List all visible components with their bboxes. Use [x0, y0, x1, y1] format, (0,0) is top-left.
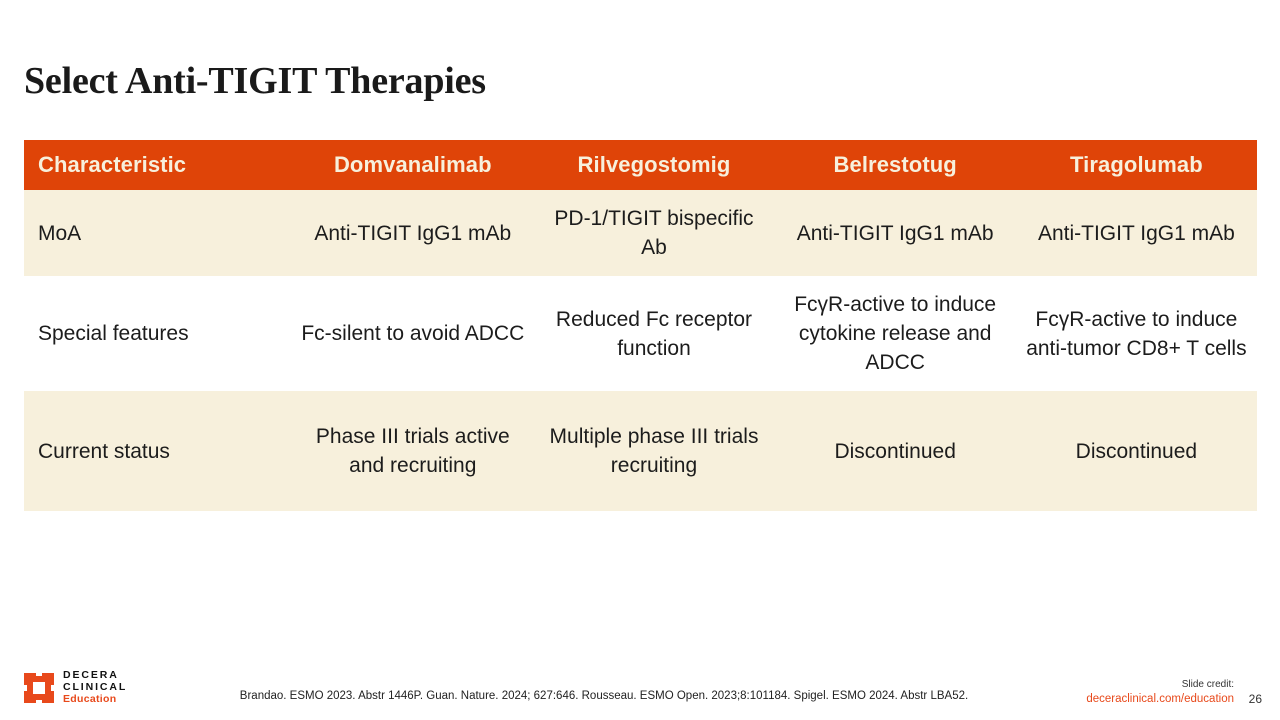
cell-moa-domvanalimab: Anti-TIGIT IgG1 mAb	[314, 221, 512, 245]
cell-moa-belrestotug: Anti-TIGIT IgG1 mAb	[796, 221, 994, 245]
cell-current-status-rilvegostomig: Multiple phase III trials recruiting	[549, 425, 759, 477]
cell-current-status-belrestotug: Discontinued	[834, 439, 956, 463]
row-label-current-status: Current status	[38, 439, 170, 463]
table-row: Current status Phase III trials active a…	[24, 391, 1257, 511]
therapies-table-container: Characteristic Domvanalimab Rilvegostomi…	[24, 140, 1257, 511]
cell-special-features-domvanalimab: Fc-silent to avoid ADCC	[301, 322, 525, 345]
logo-line-clinical: CLINICAL	[63, 681, 128, 693]
table-body: MoA Anti-TIGIT IgG1 mAb PD-1/TIGIT bispe…	[24, 190, 1257, 511]
page-number: 26	[1248, 692, 1262, 706]
table-row: MoA Anti-TIGIT IgG1 mAb PD-1/TIGIT bispe…	[24, 190, 1257, 276]
decera-logo-mark-icon	[24, 672, 54, 703]
column-header-domvanalimab: Domvanalimab	[333, 152, 492, 177]
cell-moa-rilvegostomig: PD-1/TIGIT bispecific Ab	[554, 207, 754, 259]
table-row: Special features Fc-silent to avoid ADCC…	[24, 276, 1257, 391]
cell-current-status-tiragolumab: Discontinued	[1075, 439, 1198, 463]
cell-moa-tiragolumab: Anti-TIGIT IgG1 mAb	[1037, 221, 1235, 245]
slide-credit-label: Slide credit:	[1181, 679, 1234, 690]
decera-logo-wordmark: DECERA CLINICAL Education	[63, 669, 127, 706]
cell-special-features-tiragolumab: FcγR-active to induce anti-tumor CD8+ T …	[1026, 307, 1247, 360]
column-header-tiragolumab: Tiragolumab	[1070, 152, 1203, 177]
column-header-belrestotug: Belrestotug	[833, 152, 957, 177]
decera-logo: DECERA CLINICAL Education	[24, 669, 127, 706]
table-header: Characteristic Domvanalimab Rilvegostomi…	[24, 140, 1257, 190]
table-header-row: Characteristic Domvanalimab Rilvegostomi…	[24, 140, 1257, 190]
slide-footer: DECERA CLINICAL Education Brandao. ESMO …	[0, 648, 1280, 720]
cell-special-features-belrestotug: FcγR-active to induce cytokine release a…	[794, 293, 997, 374]
citation-text: Brandao. ESMO 2023. Abstr 1446P. Guan. N…	[239, 690, 969, 702]
cell-current-status-domvanalimab: Phase III trials active and recruiting	[315, 425, 510, 477]
logo-line-education: Education	[63, 693, 117, 705]
slide-credit: Slide credit: deceraclinical.com/educati…	[1086, 678, 1234, 706]
anti-tigit-therapies-table: Characteristic Domvanalimab Rilvegostomi…	[24, 140, 1257, 511]
column-header-characteristic: Characteristic	[38, 152, 187, 177]
logo-line-decera: DECERA	[63, 669, 119, 681]
cell-special-features-rilvegostomig: Reduced Fc receptor function	[555, 307, 753, 360]
row-label-moa: MoA	[38, 221, 82, 245]
slide-credit-link[interactable]: deceraclinical.com/education	[1086, 693, 1234, 705]
row-label-special-features: Special features	[38, 322, 189, 345]
page-title: Select Anti-TIGIT Therapies	[24, 60, 486, 102]
column-header-rilvegostomig: Rilvegostomig	[577, 152, 731, 177]
